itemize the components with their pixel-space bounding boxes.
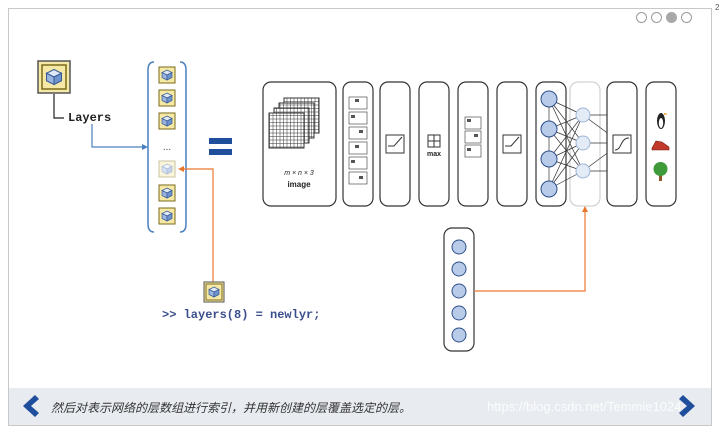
pager-dot-1[interactable]	[636, 12, 647, 23]
pager-dot-3[interactable]	[666, 12, 677, 23]
watermark-text: https://blog.csdn.net/Temmie1024	[487, 399, 682, 414]
layer-cube-icon[interactable]	[158, 66, 176, 84]
layer-cube-icon[interactable]	[158, 207, 176, 225]
fully-connected-block	[535, 81, 622, 207]
slide-pager	[636, 12, 692, 23]
conv-layer-block	[342, 81, 374, 207]
next-arrow-icon[interactable]	[677, 392, 701, 420]
image-label: image	[287, 180, 311, 189]
image-dims-label: m × n × 3	[284, 170, 314, 177]
equals-sign	[209, 138, 232, 155]
corner-mark: 2	[715, 3, 720, 12]
layer-cube-icon[interactable]	[158, 184, 176, 202]
new-layer-icon[interactable]	[203, 281, 225, 303]
classification-output-block	[645, 81, 677, 207]
footer-bar: 然后对表示网络的层数组进行索引，并用新创建的层覆盖选定的层。 https://b…	[9, 388, 711, 425]
max-label: max	[427, 151, 441, 158]
tree-icon	[653, 162, 668, 181]
layer-cube-icon-selected[interactable]	[158, 160, 176, 178]
code-line: >> layers(8) = newlyr;	[162, 308, 321, 322]
pager-dot-2[interactable]	[651, 12, 662, 23]
layers-ellipsis: ...	[163, 142, 171, 153]
penguin-icon	[657, 113, 668, 129]
prev-arrow-icon[interactable]	[17, 392, 41, 420]
layer-cube-icon[interactable]	[158, 112, 176, 130]
new-fc-layer	[443, 227, 475, 352]
conv-layer-block	[457, 81, 489, 207]
pager-dot-4[interactable]	[681, 12, 692, 23]
relu-layer-block	[379, 81, 411, 207]
layers-label: Layers	[68, 111, 112, 125]
layers-icon[interactable]	[37, 60, 71, 94]
slide-frame	[8, 8, 712, 426]
image-input-block: m × n × 3 image	[262, 81, 337, 207]
slide-caption: 然后对表示网络的层数组进行索引，并用新创建的层覆盖选定的层。	[51, 401, 412, 415]
softmax-layer-block	[606, 81, 638, 207]
layer-cube-icon[interactable]	[158, 89, 176, 107]
maxpool-layer-block: max	[418, 81, 450, 207]
relu-layer-block	[496, 81, 528, 207]
shoe-icon	[651, 140, 670, 151]
